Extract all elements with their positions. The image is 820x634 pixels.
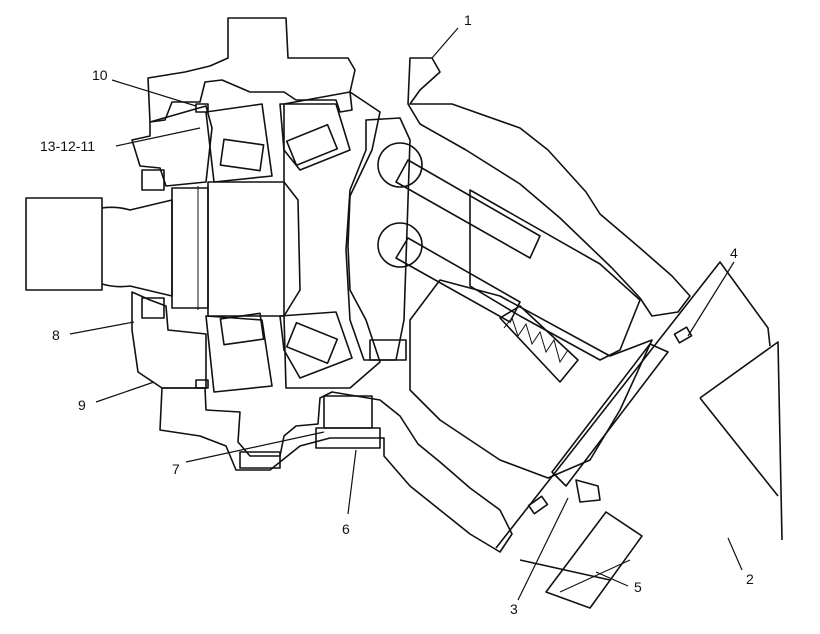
leader-5 [595, 571, 629, 587]
leader-lines [69, 27, 743, 601]
tapered-roller-bearings [195, 103, 353, 393]
cover-bolt [575, 479, 601, 503]
shaft-spline [25, 197, 103, 291]
callout-10: 10 [92, 67, 108, 83]
retaining-ring-upper [195, 103, 209, 113]
leader-4 [687, 261, 735, 337]
piston-upper [395, 159, 541, 259]
leader-1 [431, 27, 459, 59]
leader-6 [347, 449, 357, 515]
leader-7 [185, 431, 325, 463]
leader-10 [111, 79, 197, 107]
housing [147, 17, 691, 553]
leader-9 [95, 381, 155, 403]
leader-11 [115, 127, 201, 147]
piston-assembly [345, 117, 541, 361]
output-shaft [25, 181, 285, 317]
callouts: 1 2 3 4 5 6 7 8 9 10 13-12-11 [40, 12, 754, 617]
leader-8 [69, 321, 135, 335]
fitting-assembly [239, 395, 381, 469]
end-cap [545, 511, 643, 609]
callout-5: 5 [634, 579, 642, 595]
center-spring [503, 316, 569, 364]
callout-8: 8 [52, 327, 60, 343]
callout-13-12-11: 13-12-11 [40, 138, 95, 154]
piston-lower [395, 237, 521, 323]
end-cover [495, 261, 783, 609]
shaft-seal-lower [141, 297, 165, 319]
retaining-ring-lower [195, 379, 209, 389]
callout-9: 9 [78, 397, 86, 413]
port-plate [551, 343, 669, 487]
cylinder-block [409, 189, 653, 479]
callout-6: 6 [342, 521, 350, 537]
leader-2 [727, 537, 743, 571]
o-ring-4 [673, 326, 693, 344]
callout-2: 2 [746, 571, 754, 587]
front-flange [131, 105, 213, 389]
callout-3: 3 [510, 601, 518, 617]
shaft-seal-upper [141, 169, 165, 191]
center-pin [369, 339, 407, 361]
callout-4: 4 [730, 245, 738, 261]
callout-1: 1 [464, 12, 472, 28]
drive-flange [283, 91, 381, 389]
callout-7: 7 [172, 461, 180, 477]
leader-3 [517, 497, 569, 601]
spring-pocket [499, 305, 579, 383]
o-ring-3 [527, 495, 549, 515]
